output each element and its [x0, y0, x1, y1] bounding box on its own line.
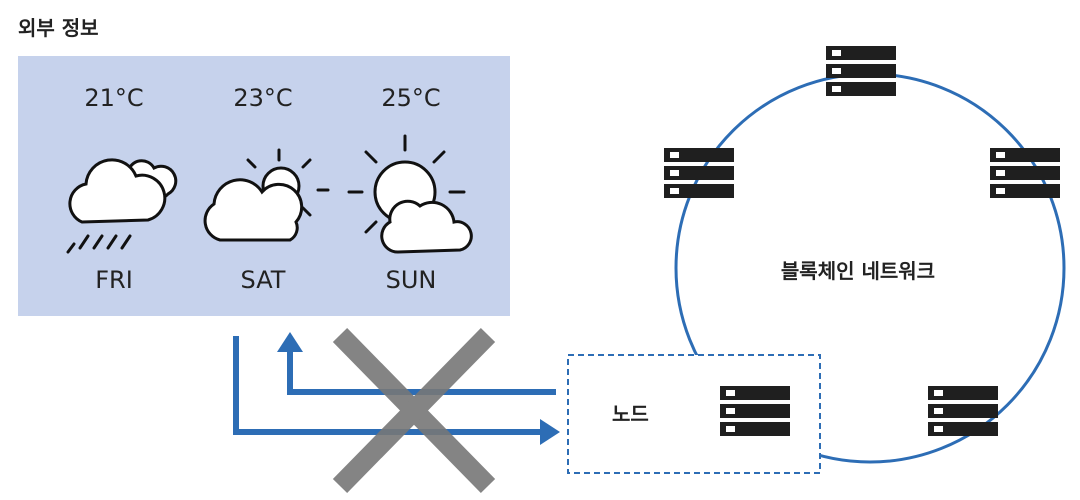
day-sun: SUN	[385, 266, 437, 294]
network-label: 블록체인 네트워크	[780, 259, 936, 283]
temp-sat: 23°C	[233, 84, 293, 112]
sunny-cloud-icon	[347, 134, 473, 254]
day-sat: SAT	[240, 266, 286, 294]
page-title: 외부 정보	[18, 16, 99, 40]
server-icon-top	[826, 46, 896, 96]
server-icon-right	[990, 148, 1060, 198]
server-icon-bottom-right	[928, 386, 998, 436]
response-arrow-line	[287, 348, 556, 395]
cloud-rain-icon	[66, 158, 178, 254]
temp-fri: 21°C	[84, 84, 144, 112]
temp-sun: 25°C	[381, 84, 441, 112]
server-icon-node	[720, 386, 790, 436]
arrowhead-right-icon	[540, 419, 560, 445]
server-icon-left	[664, 148, 734, 198]
blocked-cross-icon	[332, 328, 496, 493]
partly-cloudy-icon	[203, 148, 330, 242]
arrowhead-up-icon	[277, 332, 303, 352]
day-fri: FRI	[95, 266, 133, 294]
node-label: 노드	[612, 402, 649, 426]
